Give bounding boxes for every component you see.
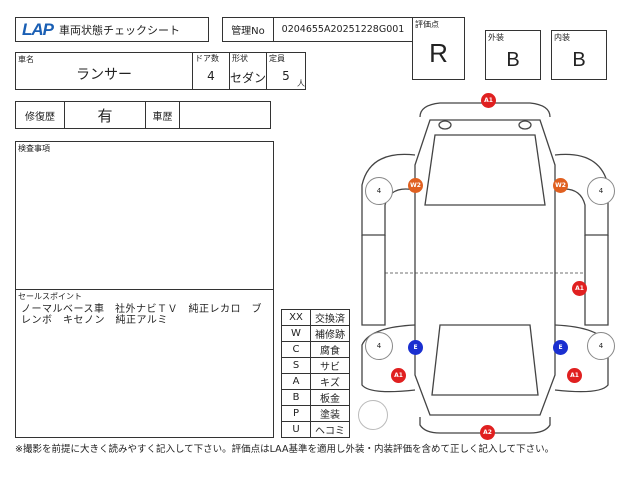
mgmt-no: 0204655A20251228G001 [273, 17, 413, 42]
damage-marker: E [408, 340, 423, 355]
car-name: ランサー [76, 67, 132, 83]
shape-value: セダン [230, 71, 267, 85]
tire-icon: 4 [587, 177, 615, 205]
car-history-label: 車歴 [145, 101, 180, 129]
car-name-box: 車名 ランサー [15, 52, 193, 90]
sales-box: セールスポイント ノーマルベース車 社外ナビＴＶ 純正レカロ ブレンボ キセノン… [15, 289, 274, 438]
sales-text: ノーマルベース車 社外ナビＴＶ 純正レカロ ブレンボ キセノン 純正アルミ [21, 304, 262, 326]
sheet-title-box: LAP 車両状態チェックシート [15, 17, 209, 42]
legend-meaning: ヘコミ [310, 421, 350, 438]
inspection-box: 検査事項 [15, 141, 274, 290]
damage-marker: W2 [408, 178, 423, 193]
legend-code: S [281, 357, 311, 374]
doors-value: 4 [207, 69, 215, 83]
tire-icon: 4 [365, 177, 393, 205]
repair-label: 修復歴 [15, 101, 65, 129]
shape-box: 形状 セダン [229, 52, 267, 90]
score-label: 評価点 [415, 20, 439, 29]
sheet-title: 車両状態チェックシート [59, 23, 180, 37]
exterior-label: 外装 [488, 33, 504, 42]
damage-marker: A1 [567, 368, 582, 383]
mgmt-label: 管理No [222, 17, 274, 42]
doors-box: ドア数 4 [192, 52, 230, 90]
legend-code: U [281, 421, 311, 438]
hood [424, 134, 546, 206]
tire-icon: 4 [587, 332, 615, 360]
lap-logo: LAP [22, 19, 54, 39]
damage-marker: A1 [481, 93, 496, 108]
spare-tire-icon [358, 400, 388, 430]
score-box: 評価点 R [412, 17, 465, 80]
trunk [431, 324, 539, 396]
interior-box: 内装 B [551, 30, 607, 80]
legend-code: W [281, 325, 311, 342]
body-outline [414, 119, 556, 416]
doors-label: ドア数 [195, 54, 219, 63]
capacity-label: 定員 [269, 54, 285, 63]
car-history-value [179, 101, 271, 129]
side-doors [361, 235, 609, 326]
legend-code: XX [281, 309, 311, 326]
damage-marker: E [553, 340, 568, 355]
capacity-box: 定員 5 人 [266, 52, 306, 90]
damage-marker: A2 [480, 425, 495, 440]
score-value: R [429, 38, 448, 68]
legend-code: B [281, 389, 311, 406]
shape-label: 形状 [232, 54, 248, 63]
capacity-value: 5 [282, 69, 290, 83]
footer-note: ※撮影を前提に大きく読みやすく記入して下さい。評価点はLAA基準を適用し外装・内… [15, 444, 555, 455]
exterior-value: B [506, 49, 520, 71]
damage-marker: A1 [391, 368, 406, 383]
exterior-box: 外装 B [485, 30, 541, 80]
car-name-label: 車名 [18, 55, 34, 64]
repair-value: 有 [64, 101, 146, 129]
sales-label: セールスポイント [18, 292, 82, 301]
interior-value: B [572, 49, 586, 71]
interior-label: 内装 [554, 33, 570, 42]
inspection-label: 検査事項 [18, 144, 50, 153]
legend-meaning: 交換済 [310, 309, 350, 326]
damage-marker: W2 [553, 178, 568, 193]
tire-icon: 4 [365, 332, 393, 360]
legend-code: A [281, 373, 311, 390]
car-diagram [361, 102, 609, 434]
damage-marker: A1 [572, 281, 587, 296]
capacity-unit: 人 [297, 79, 305, 88]
rear-fenders [361, 324, 609, 393]
legend-code: P [281, 405, 311, 422]
legend-code: C [281, 341, 311, 358]
